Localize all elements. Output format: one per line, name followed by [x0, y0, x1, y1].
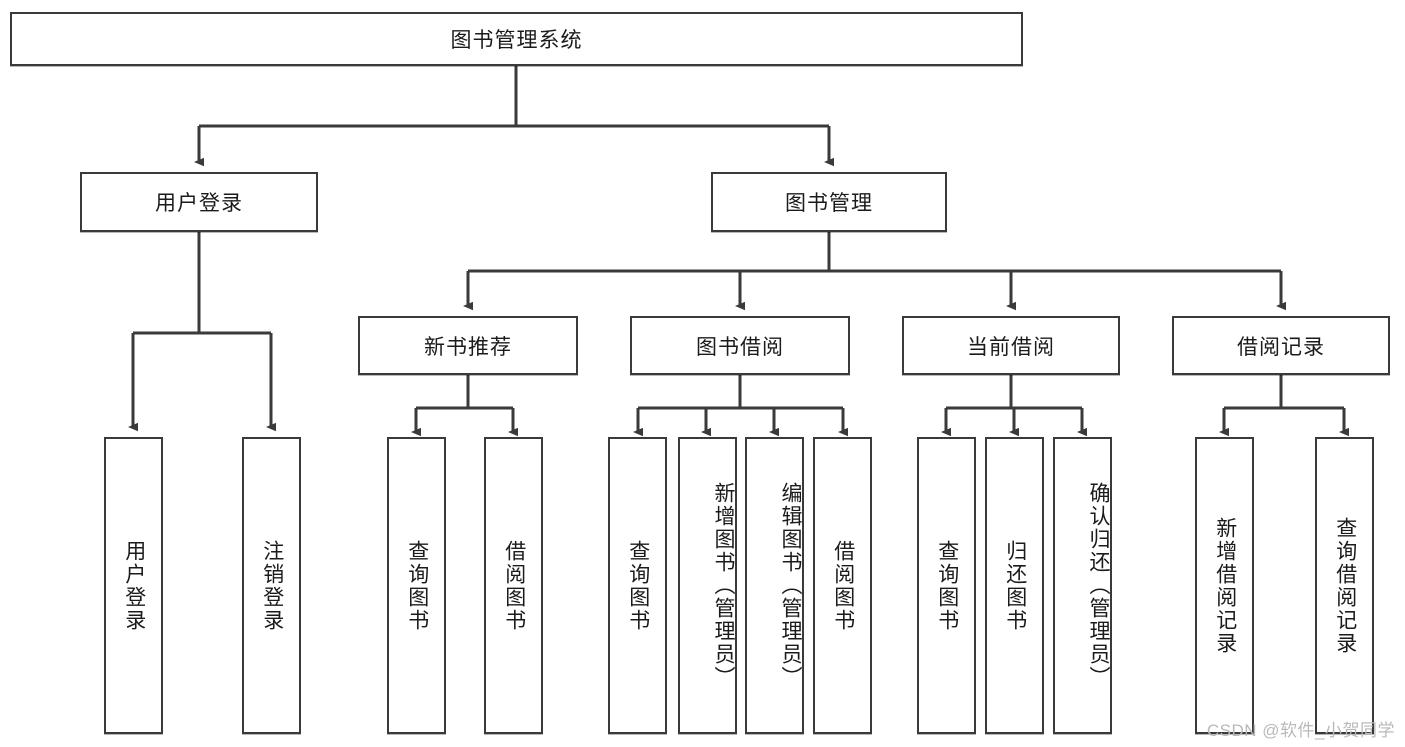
node-label: 查询图书: [626, 539, 650, 632]
node-label: 借阅图书: [831, 539, 855, 632]
node-new-book-recommend[interactable]: 新书推荐: [358, 316, 578, 375]
node-book-management[interactable]: 图书管理: [711, 172, 947, 232]
leaf-recommend-borrow-book[interactable]: 借阅图书: [484, 437, 543, 734]
node-book-borrow[interactable]: 图书借阅: [630, 316, 850, 375]
node-label: 借阅图书: [502, 539, 526, 632]
leaf-user-login-logout[interactable]: 注销登录: [242, 437, 301, 734]
node-label: 注销登录: [260, 539, 284, 632]
leaf-current-confirm-return-admin[interactable]: 确认归还（管理员）: [1053, 437, 1112, 734]
watermark-text: CSDN @软件_小贺同学: [1206, 721, 1395, 740]
node-label: 当前借阅: [967, 335, 1055, 359]
node-user-login[interactable]: 用户登录: [80, 172, 318, 232]
leaf-current-query-book[interactable]: 查询图书: [917, 437, 976, 734]
node-root-system[interactable]: 图书管理系统: [10, 12, 1023, 66]
leaf-record-add-record[interactable]: 新增借阅记录: [1195, 437, 1254, 734]
node-label: 查询图书: [405, 539, 429, 632]
node-label: 图书借阅: [696, 335, 784, 359]
node-label: 新书推荐: [424, 335, 512, 359]
node-label: 新增图书（管理员）: [712, 482, 735, 689]
node-label: 用户登录: [122, 539, 146, 632]
node-label: 查询借阅记录: [1333, 516, 1357, 655]
node-label: 编辑图书（管理员）: [779, 482, 802, 689]
leaf-recommend-query-book[interactable]: 查询图书: [387, 437, 446, 734]
node-label: 确认归还（管理员）: [1087, 482, 1110, 689]
node-label: 借阅记录: [1237, 335, 1325, 359]
leaf-borrow-query-book[interactable]: 查询图书: [608, 437, 667, 734]
node-label: 图书管理系统: [450, 29, 583, 52]
node-label: 用户登录: [155, 192, 243, 215]
leaf-borrow-edit-book-admin[interactable]: 编辑图书（管理员）: [745, 437, 804, 734]
leaf-user-login-login[interactable]: 用户登录: [104, 437, 163, 734]
node-label: 图书管理: [785, 192, 873, 215]
leaf-borrow-borrow-book[interactable]: 借阅图书: [813, 437, 872, 734]
node-borrow-record[interactable]: 借阅记录: [1172, 316, 1390, 375]
node-label: 查询图书: [935, 539, 959, 632]
leaf-current-return-book[interactable]: 归还图书: [985, 437, 1044, 734]
leaf-record-query-record[interactable]: 查询借阅记录: [1315, 437, 1374, 734]
node-label: 新增借阅记录: [1213, 516, 1237, 655]
node-label: 归还图书: [1003, 539, 1027, 632]
leaf-borrow-add-book-admin[interactable]: 新增图书（管理员）: [678, 437, 737, 734]
node-current-borrow[interactable]: 当前借阅: [902, 316, 1120, 375]
